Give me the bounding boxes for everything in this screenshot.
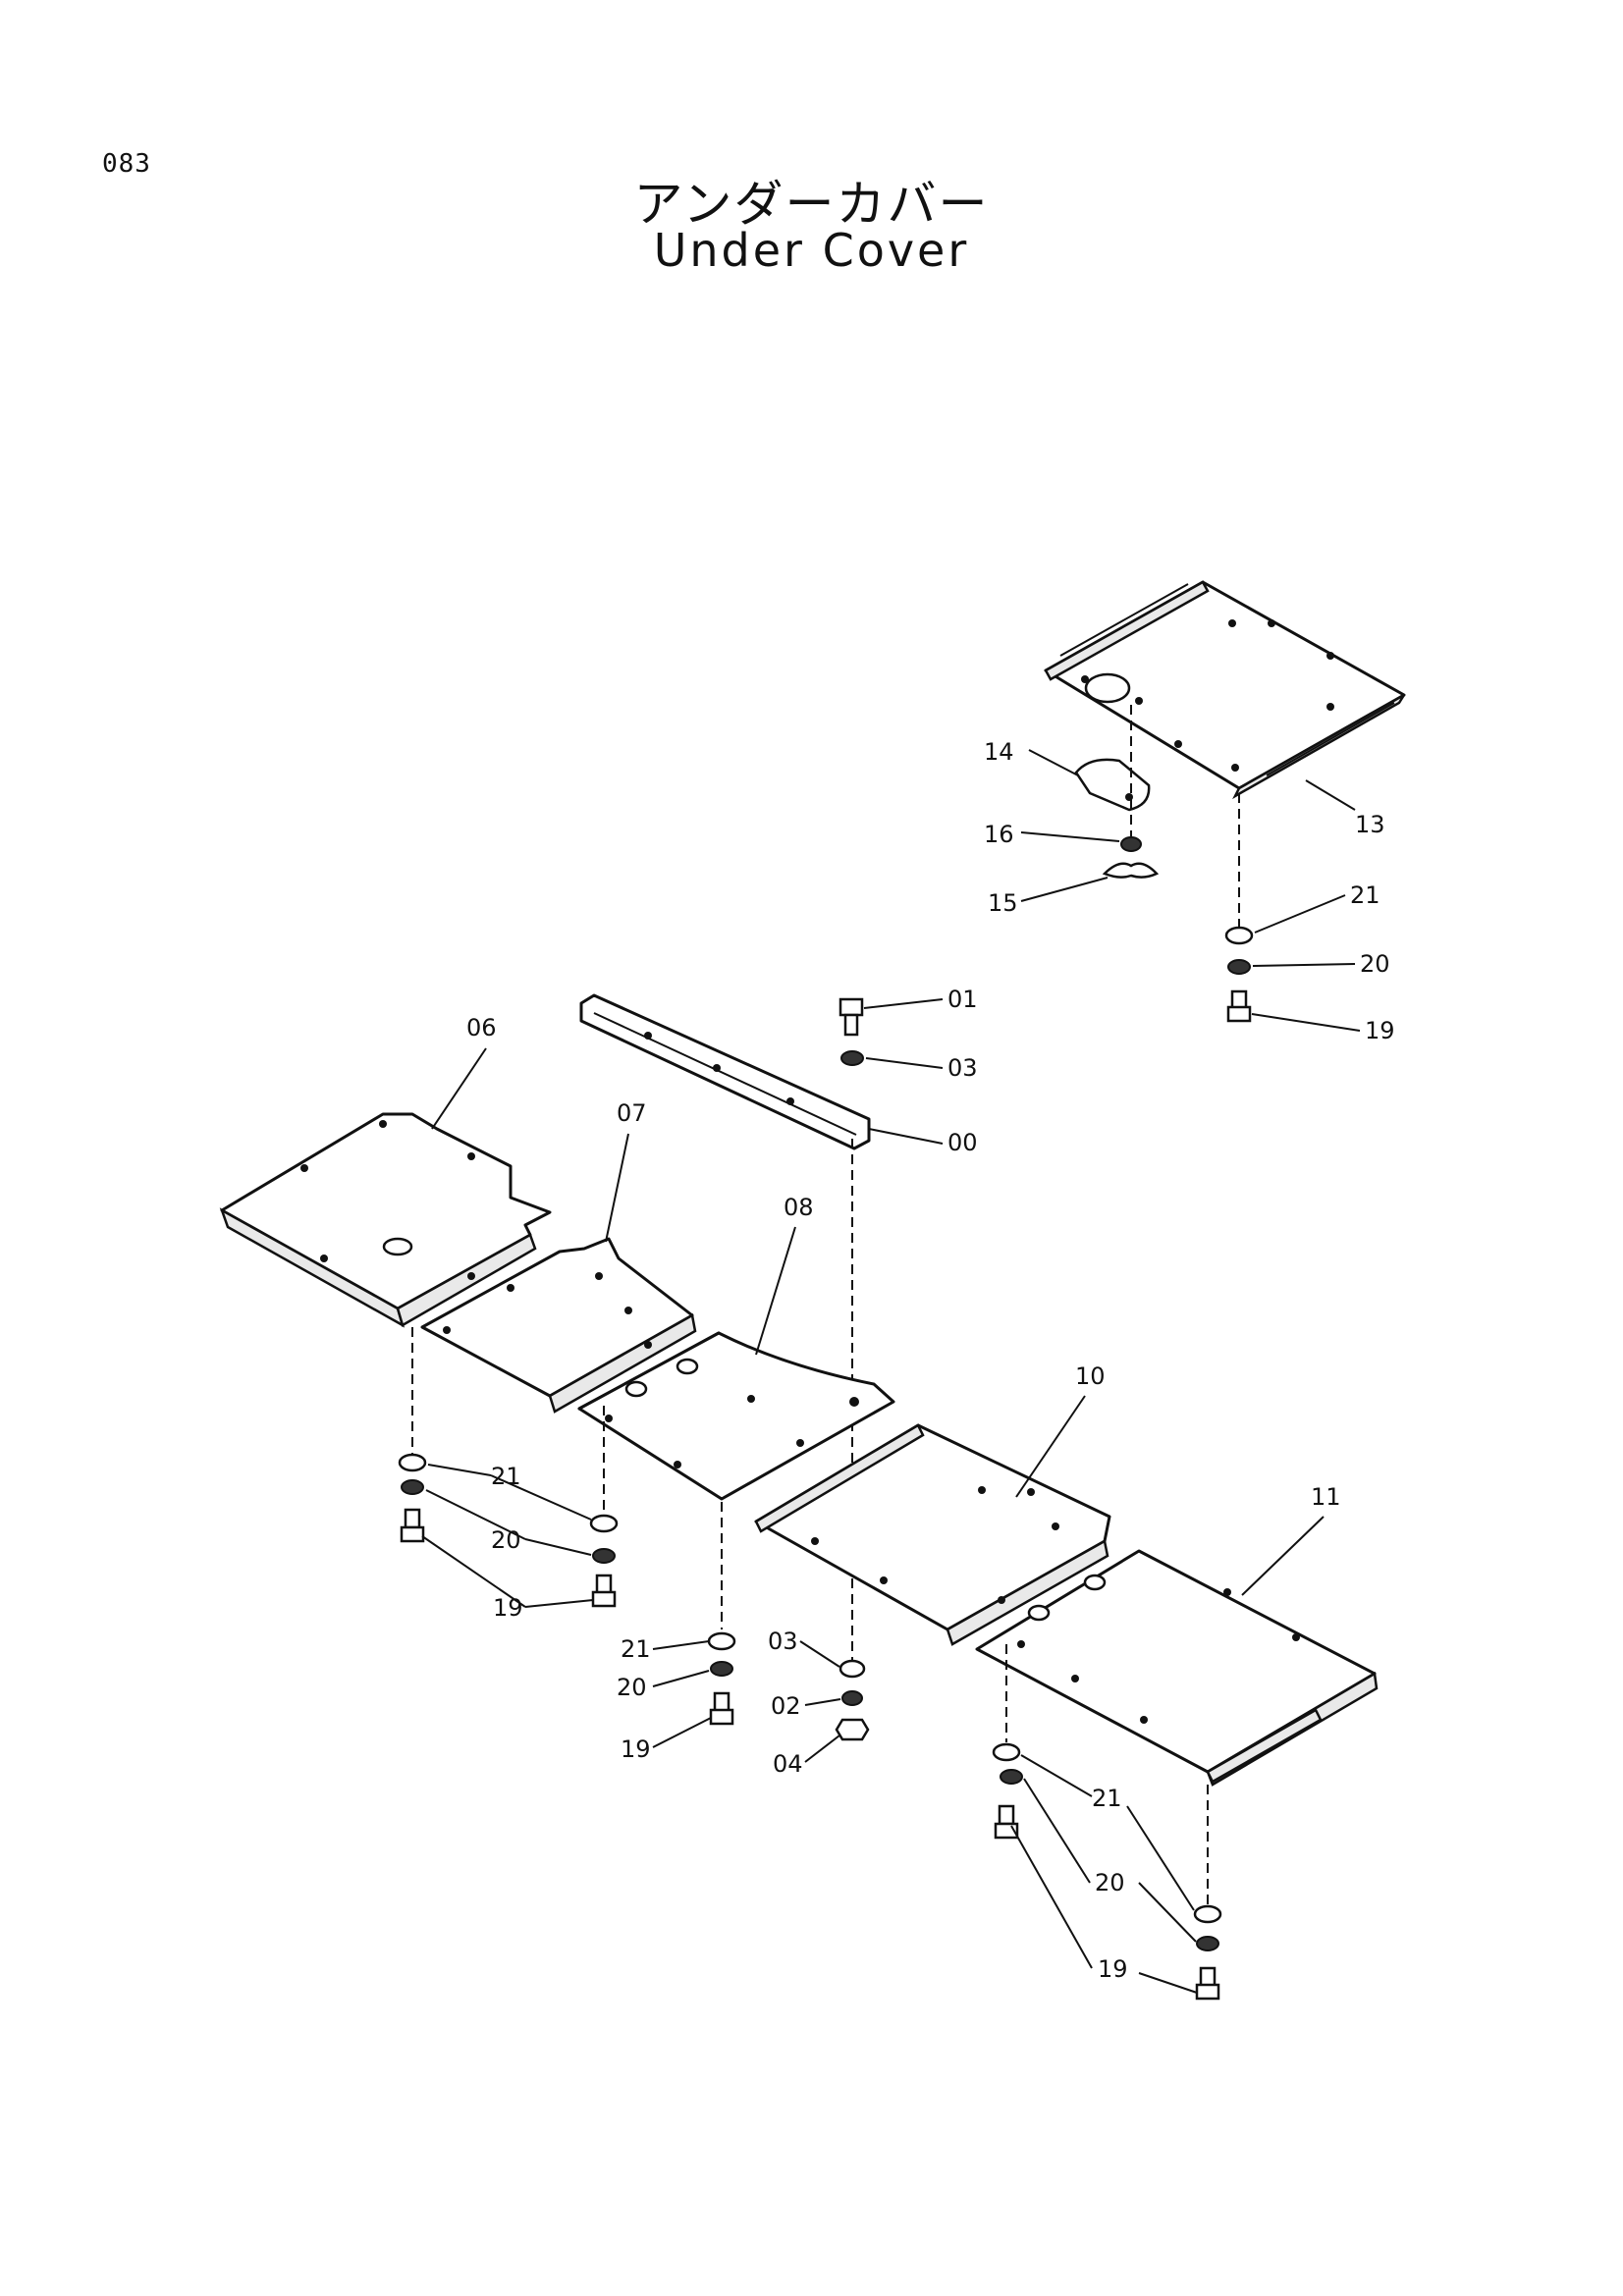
part-19-bolt-a[interactable] [1226, 989, 1252, 1023]
part-19-bolt-e[interactable] [994, 1804, 1019, 1840]
callout-14: 14 [984, 738, 1014, 766]
page-number: 083 [102, 149, 151, 179]
part-20-lock-washer-e[interactable] [1000, 1769, 1023, 1785]
callout-19-b: 19 [493, 1594, 523, 1622]
callout-16: 16 [984, 821, 1014, 848]
page-title-japanese: アンダーカバー [633, 176, 990, 233]
panel-10[interactable] [754, 1423, 1111, 1646]
callout-13: 13 [1355, 811, 1385, 838]
part-21-washer-e[interactable] [992, 1742, 1021, 1762]
part-20-lock-washer-c[interactable] [592, 1548, 616, 1564]
part-20-lock-washer-a[interactable] [1227, 959, 1251, 975]
callout-07: 07 [617, 1099, 647, 1127]
callout-21-a: 21 [1350, 881, 1380, 909]
page-title-english: Under Cover [653, 224, 970, 277]
callout-01: 01 [947, 986, 978, 1013]
callout-20-b: 20 [491, 1526, 521, 1554]
part-20-lock-washer-b[interactable] [401, 1479, 424, 1495]
callout-04: 04 [773, 1750, 803, 1778]
part-00-rail[interactable] [579, 993, 871, 1150]
callout-20-a: 20 [1360, 950, 1390, 978]
panel-06[interactable] [219, 1112, 552, 1328]
callout-02: 02 [771, 1692, 801, 1720]
callout-03-a: 03 [947, 1054, 978, 1082]
part-04-nut[interactable] [835, 1718, 870, 1741]
callout-19-a: 19 [1365, 1017, 1395, 1044]
callout-00: 00 [947, 1129, 978, 1156]
callout-20-c: 20 [617, 1674, 647, 1701]
part-21-washer-b[interactable] [398, 1453, 427, 1472]
panel-11[interactable] [975, 1549, 1379, 1787]
part-21-washer-a[interactable] [1224, 926, 1254, 945]
part-19-bolt-c[interactable] [591, 1574, 617, 1608]
panel-13[interactable] [1044, 580, 1406, 800]
part-21-washer-c[interactable] [589, 1514, 619, 1533]
panel-08[interactable] [577, 1331, 895, 1501]
part-03-washer-b[interactable] [839, 1659, 866, 1679]
callout-20-d: 20 [1095, 1869, 1125, 1896]
part-03-washer-a[interactable] [840, 1050, 864, 1066]
panel-07[interactable] [420, 1237, 697, 1414]
part-02-lock-washer[interactable] [841, 1690, 863, 1706]
part-19-bolt-d[interactable] [709, 1691, 734, 1726]
part-15-wing-nut[interactable] [1102, 862, 1160, 879]
callout-21-d: 21 [1092, 1785, 1122, 1812]
callout-19-d: 19 [1098, 1955, 1128, 1983]
callout-15: 15 [988, 889, 1018, 917]
part-19-bolt-b[interactable] [400, 1508, 425, 1543]
callout-03-b: 03 [768, 1628, 798, 1655]
part-16-washer[interactable] [1120, 836, 1142, 852]
part-01-bolt[interactable] [839, 997, 864, 1037]
callout-21-b: 21 [491, 1463, 521, 1490]
part-21-washer-f[interactable] [1193, 1904, 1222, 1924]
callout-11: 11 [1311, 1483, 1341, 1511]
callout-19-c: 19 [621, 1735, 651, 1763]
part-20-lock-washer-d[interactable] [710, 1661, 733, 1677]
part-19-bolt-f[interactable] [1195, 1966, 1220, 2001]
callout-21-c: 21 [621, 1635, 651, 1663]
part-20-lock-washer-f[interactable] [1196, 1936, 1219, 1951]
part-21-washer-d[interactable] [707, 1631, 736, 1651]
callout-08: 08 [784, 1194, 814, 1221]
callout-06: 06 [466, 1014, 497, 1041]
callout-10: 10 [1075, 1362, 1106, 1390]
part-14-cover-plate[interactable] [1074, 758, 1151, 812]
